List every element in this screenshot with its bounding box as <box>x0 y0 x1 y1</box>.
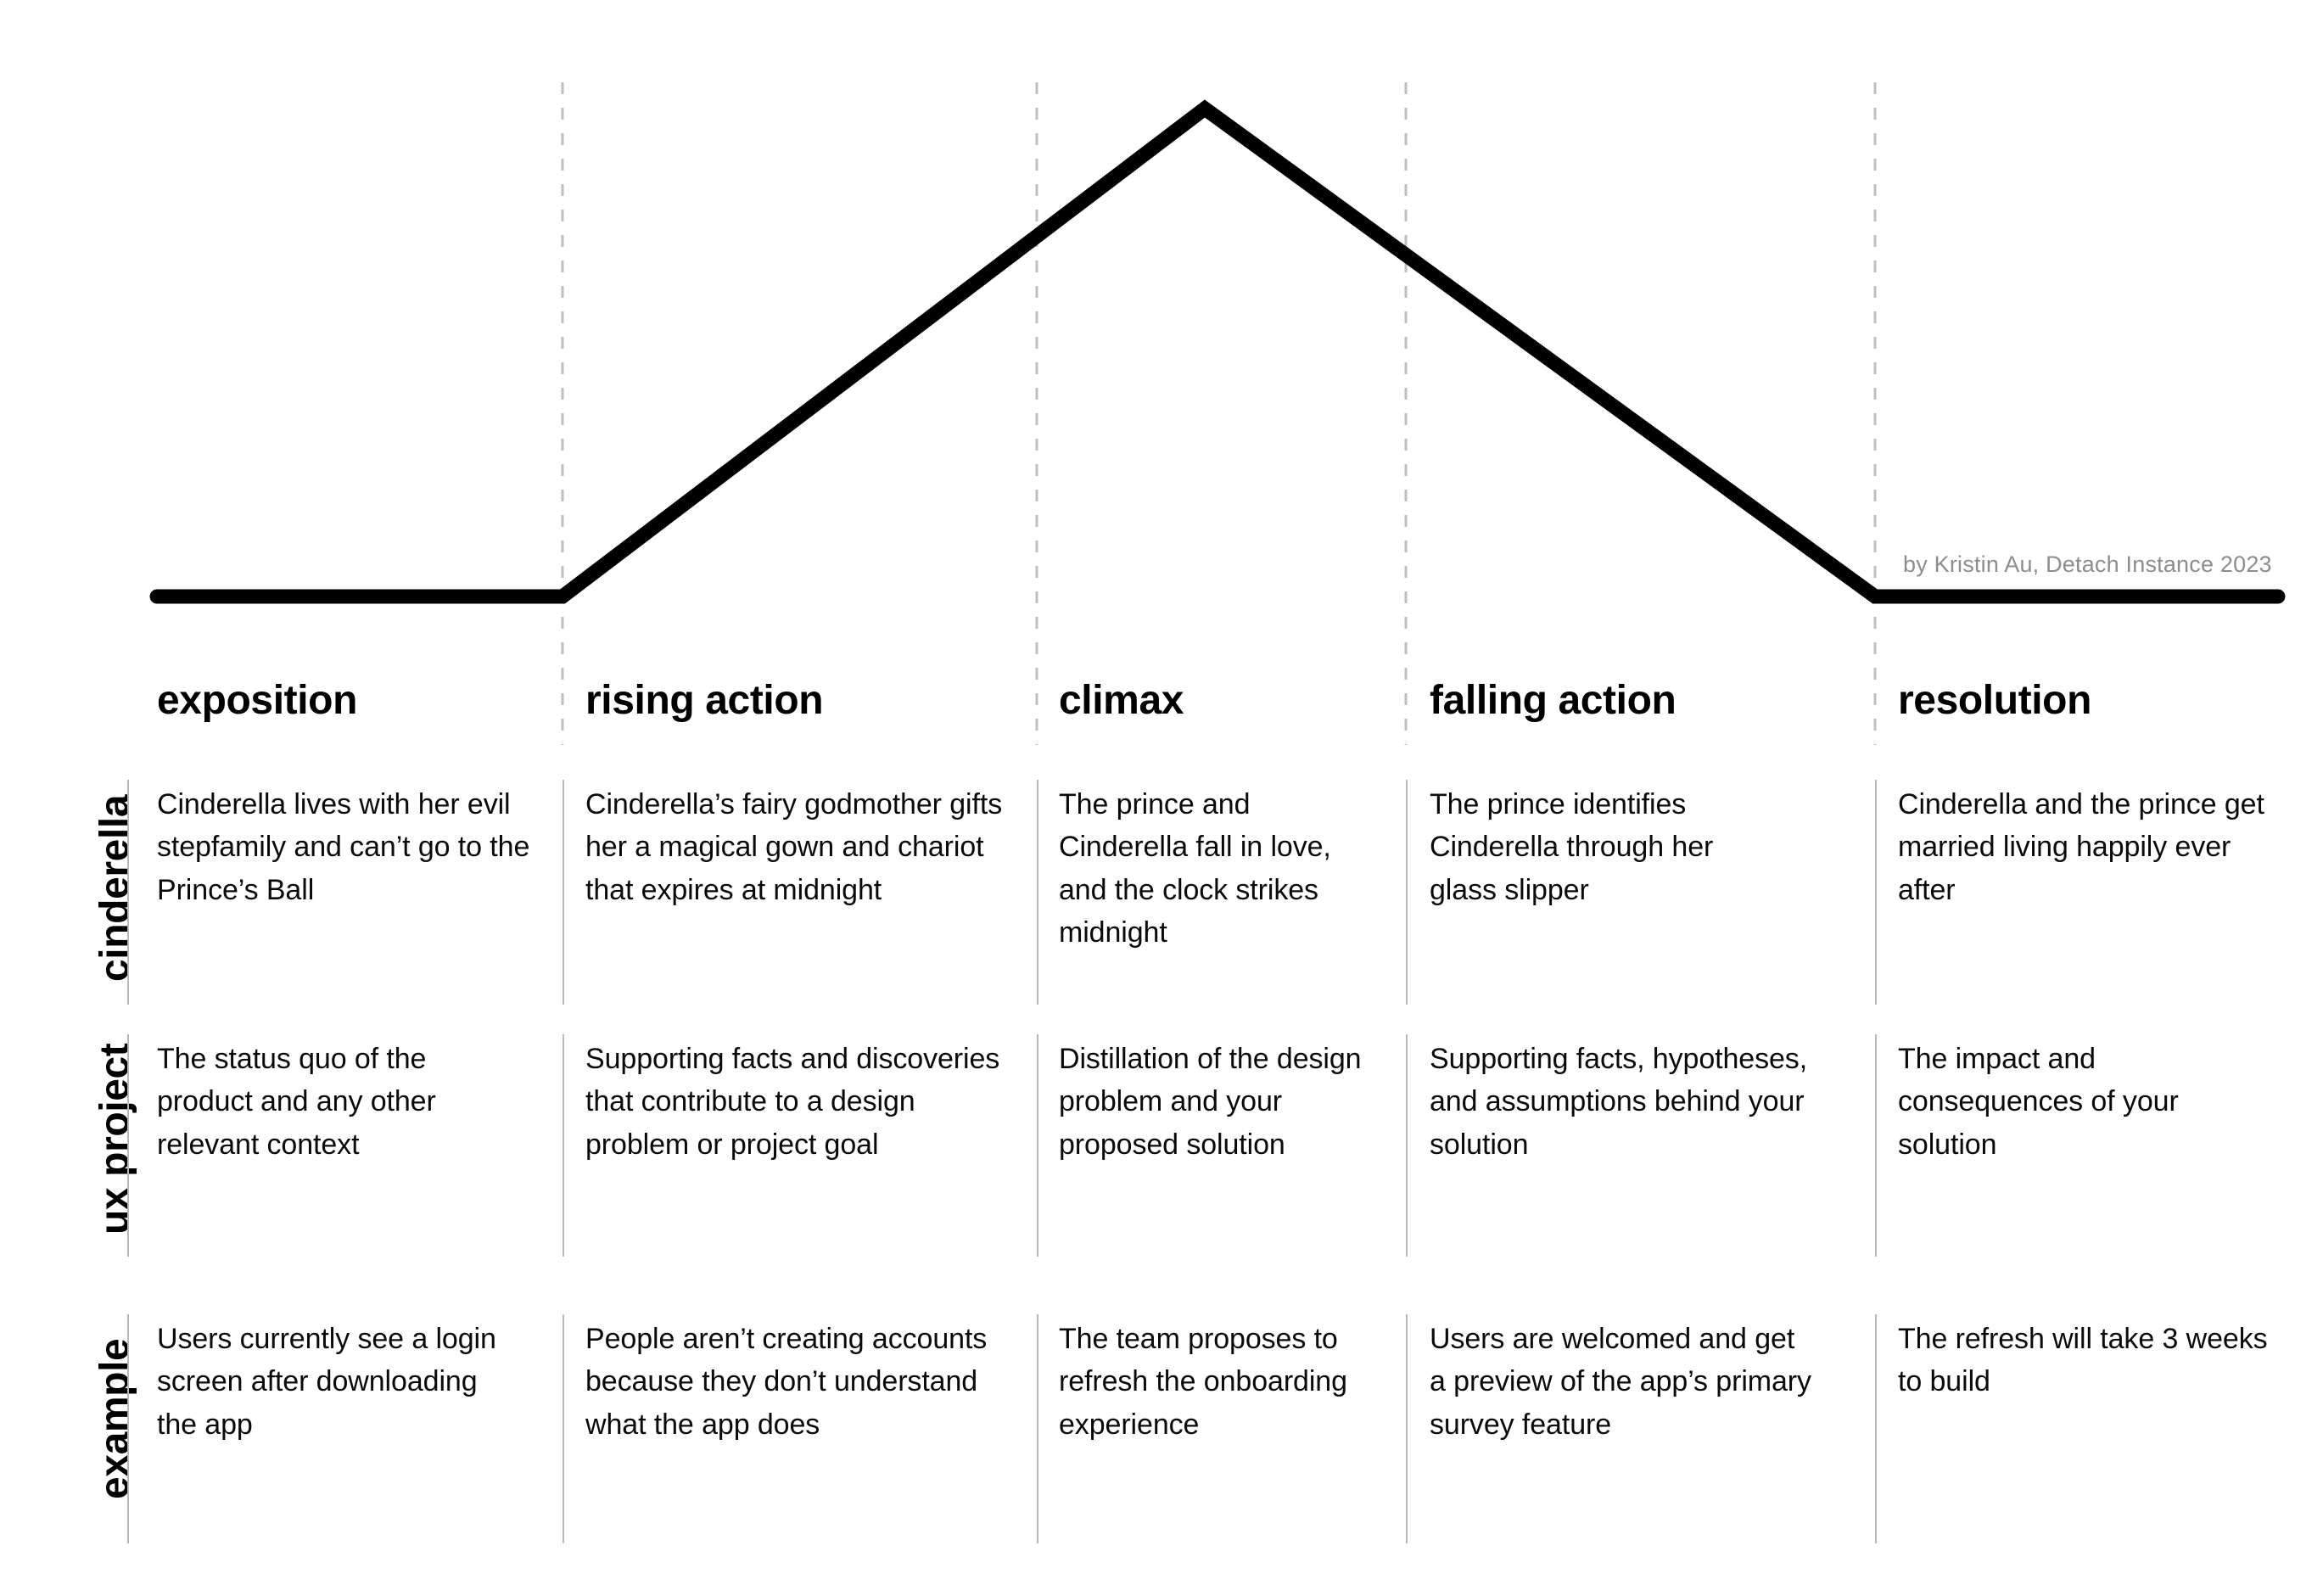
table-cell: The status quo of the product and any ot… <box>157 1022 522 1166</box>
table-cell: Distillation of the design problem and y… <box>1059 1022 1377 1166</box>
stage-label-exposition: exposition <box>157 678 358 723</box>
table-cell: The prince and Cinderella fall in love, … <box>1059 768 1381 954</box>
row-separator <box>563 1034 564 1257</box>
cell-text: Supporting facts and discoveries that co… <box>585 1043 1000 1161</box>
stage-label-rising-action: rising action <box>585 678 824 723</box>
row-separator <box>1875 1314 1877 1543</box>
cell-text: Cinderella’s fairy godmother gifts her a… <box>585 788 1003 906</box>
table-cell: The team proposes to refresh the onboard… <box>1059 1302 1373 1446</box>
table-cell: The refresh will take 3 weeks to build <box>1898 1302 2271 1403</box>
narrative-arc-chart <box>149 82 2286 745</box>
table-cell: Users currently see a login screen after… <box>157 1302 513 1446</box>
cell-text: Cinderella lives with her evil stepfamil… <box>157 788 530 906</box>
table-row: ux project The status quo of the product… <box>0 1022 2323 1302</box>
row-separator <box>1406 780 1408 1005</box>
row-label-cinderella: cinderella <box>0 768 137 1022</box>
row-separator <box>1406 1034 1408 1257</box>
cell-text: The refresh will take 3 weeks to build <box>1898 1323 2268 1398</box>
cell-text: People aren’t creating accounts because … <box>585 1323 988 1441</box>
cell-text: Users currently see a login screen after… <box>157 1323 496 1441</box>
table-cell: Cinderella’s fairy godmother gifts her a… <box>585 768 1010 911</box>
row-separator <box>1037 1034 1038 1257</box>
cell-text: Cinderella and the prince get married li… <box>1898 788 2264 906</box>
row-label-ux-project: ux project <box>0 1022 137 1302</box>
table-row: cinderella Cinderella lives with her evi… <box>0 768 2323 1022</box>
table-cell: Users are welcomed and get a preview of … <box>1430 1302 1811 1446</box>
row-separator <box>127 1034 129 1257</box>
stage-label-falling-action: falling action <box>1430 678 1676 723</box>
table-cell: Supporting facts, hypotheses, and assump… <box>1430 1022 1811 1166</box>
row-separator <box>1875 780 1877 1005</box>
row-separator <box>1037 780 1038 1005</box>
credit-text: by Kristin Au, Detach Instance 2023 <box>1903 552 2272 577</box>
stage-label-row: exposition rising action climax falling … <box>0 678 2323 747</box>
table-cell: Cinderella and the prince get married li… <box>1898 768 2288 911</box>
cell-text: The status quo of the product and any ot… <box>157 1043 436 1161</box>
stage-label-resolution: resolution <box>1898 678 2092 723</box>
stage-label-climax: climax <box>1059 678 1184 723</box>
row-separator <box>127 780 129 1005</box>
cell-text: Supporting facts, hypotheses, and assump… <box>1430 1043 1808 1161</box>
row-label-text: cinderella <box>92 794 137 982</box>
row-label-text: example <box>92 1338 137 1499</box>
table-cell: The impact and consequences of your solu… <box>1898 1022 2263 1166</box>
row-label-text: ux project <box>92 1043 137 1235</box>
table-row: example Users currently see a login scre… <box>0 1302 2323 1582</box>
cell-text: The prince and Cinderella fall in love, … <box>1059 788 1331 949</box>
row-separator <box>563 780 564 1005</box>
cell-text: The prince identifies Cinderella through… <box>1430 788 1714 906</box>
table-cell: Supporting facts and discoveries that co… <box>585 1022 1018 1166</box>
table-cell: People aren’t creating accounts because … <box>585 1302 1022 1446</box>
row-separator <box>1037 1314 1038 1543</box>
row-label-example: example <box>0 1302 137 1582</box>
cell-text: Distillation of the design problem and y… <box>1059 1043 1362 1161</box>
story-arc-line <box>149 99 2286 604</box>
row-separator <box>1875 1034 1877 1257</box>
dashed-guide-lines <box>561 82 1877 745</box>
cell-text: Users are welcomed and get a preview of … <box>1430 1323 1811 1441</box>
cell-text: The team proposes to refresh the onboard… <box>1059 1323 1347 1441</box>
comparison-table: cinderella Cinderella lives with her evi… <box>0 768 2323 1582</box>
table-cell: Cinderella lives with her evil stepfamil… <box>157 768 535 911</box>
row-separator <box>1406 1314 1408 1543</box>
row-separator <box>563 1314 564 1543</box>
row-separator <box>127 1314 129 1543</box>
table-cell: The prince identifies Cinderella through… <box>1430 768 1786 911</box>
cell-text: The impact and consequences of your solu… <box>1898 1043 2179 1161</box>
